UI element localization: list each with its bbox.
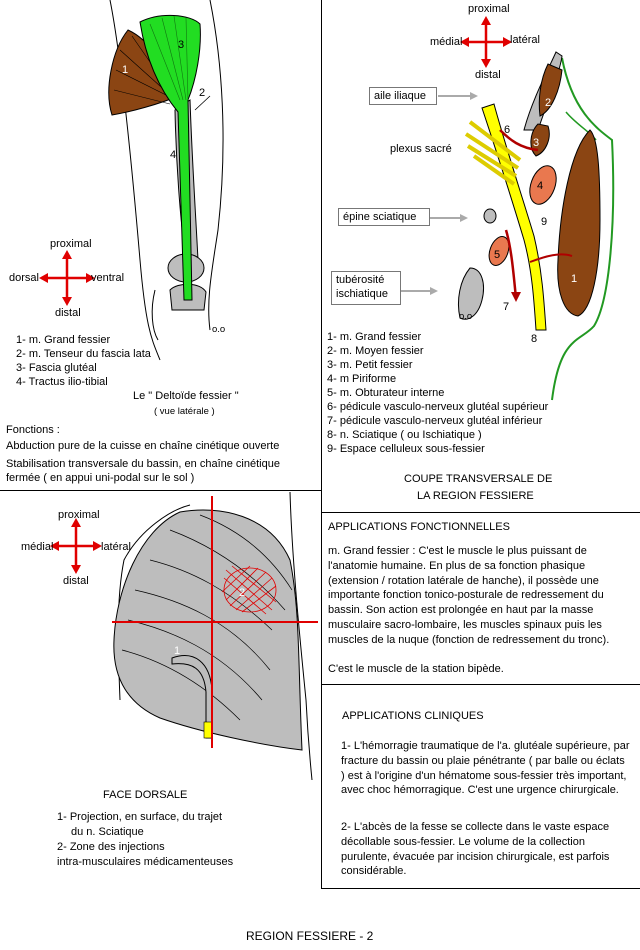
coupe-number-4: 4 bbox=[537, 180, 544, 192]
page-footer: REGION FESSIERE - 2 bbox=[246, 929, 374, 943]
legend-item: 7- pédicule vasculo-nerveux glutéal infé… bbox=[327, 415, 543, 427]
top-left-divider bbox=[0, 490, 321, 491]
fonctionnelles-title: APPLICATIONS FONCTIONNELLES bbox=[328, 521, 510, 533]
deltoide-subtitle: ( vue latérale ) bbox=[154, 406, 215, 417]
deltoide-illustration bbox=[39, 0, 224, 361]
dorsale-number-2: 2 bbox=[239, 587, 246, 599]
coupe-number-7: 7 bbox=[503, 301, 510, 313]
fonctions-2: Stabilisation transversale du bassin, en… bbox=[6, 458, 280, 484]
legend-item: 2- m. Moyen fessier bbox=[327, 345, 424, 357]
deltoide-number-2: 2 bbox=[199, 87, 206, 99]
cliniques-item-2: 2- L'abcès de la fesse se collecte dans … bbox=[341, 821, 610, 878]
dorsale-legend-2b: intra-musculaires médicamenteuses bbox=[57, 856, 234, 868]
coupe-title-2: LA REGION FESSIERE bbox=[417, 490, 534, 502]
orientation-medial-right: médial bbox=[430, 36, 463, 48]
dorsale-illustration bbox=[50, 491, 318, 781]
coupe-illustration bbox=[400, 16, 615, 401]
dorsale-number-1: 1 bbox=[174, 645, 181, 657]
coupe-number-8: 8 bbox=[531, 333, 538, 345]
legend-item: 4- m Piriforme bbox=[327, 373, 397, 385]
deltoide-number-4: 4 bbox=[170, 149, 177, 161]
legend-item: 2- m. Tenseur du fascia lata bbox=[16, 348, 151, 360]
right-divider-3 bbox=[321, 888, 640, 889]
deltoide-number-1: 1 bbox=[122, 64, 129, 76]
fonctions-1: Abduction pure de la cuisse en chaîne ci… bbox=[6, 440, 280, 452]
cliniques-title: APPLICATIONS CLINIQUES bbox=[342, 710, 484, 722]
plexus-sacre-label: plexus sacré bbox=[390, 143, 452, 155]
orientation-medial-bottom: médial bbox=[21, 541, 54, 553]
orientation-ventral: ventral bbox=[91, 272, 125, 284]
coupe-title-1: COUPE TRANSVERSALE DE bbox=[404, 473, 553, 485]
legend-item: 1- m. Grand fessier bbox=[327, 331, 422, 343]
legend-item: 3- Fascia glutéal bbox=[16, 362, 97, 374]
orientation-distal-right: distal bbox=[475, 69, 501, 81]
legend-item: 8- n. Sciatique ( ou Ischiatique ) bbox=[327, 429, 482, 441]
coupe-number-1: 1 bbox=[571, 273, 578, 285]
fonctionnelles-text-1: m. Grand fessier : C'est le muscle le pl… bbox=[328, 545, 610, 646]
legend-item: 5- m. Obturateur interne bbox=[327, 387, 445, 399]
coupe-number-6: 6 bbox=[504, 124, 511, 136]
coupe-number-5: 5 bbox=[494, 249, 501, 261]
right-divider-2 bbox=[321, 684, 640, 685]
legend-item: 9- Espace celluleux sous-fessier bbox=[327, 443, 485, 455]
deltoide-legend: 1- m. Grand fessier 2- m. Tenseur du fas… bbox=[16, 333, 151, 389]
coupe-number-9: 9 bbox=[541, 216, 548, 228]
legend-item: 3- m. Petit fessier bbox=[327, 359, 413, 371]
cliniques-item-1: 1- L'hémorragie traumatique de l'a. glut… bbox=[341, 740, 630, 797]
coupe-mark: o.o bbox=[459, 311, 473, 322]
deltoide-number-3: 3 bbox=[178, 39, 185, 51]
orientation-lateral-bottom: latéral bbox=[101, 541, 131, 553]
dorsale-title: FACE DORSALE bbox=[103, 789, 188, 801]
fonctions-title: Fonctions : bbox=[6, 424, 60, 436]
orientation-distal-bottom: distal bbox=[63, 575, 89, 587]
epine-sciatique-label: épine sciatique bbox=[338, 208, 430, 226]
legend-item: 1- m. Grand fessier bbox=[16, 334, 111, 346]
tuberosite-label: tubérosité ischiatique bbox=[331, 271, 401, 305]
legend-item: 4- Tractus ilio-tibial bbox=[16, 376, 108, 388]
dorsale-legend-2a: 2- Zone des injections bbox=[57, 841, 165, 853]
orientation-proximal-left: proximal bbox=[50, 238, 92, 250]
vertical-divider bbox=[321, 0, 322, 888]
orientation-lateral-right: latéral bbox=[510, 34, 540, 46]
aile-iliaque-label: aile iliaque bbox=[369, 87, 437, 105]
orientation-proximal-right: proximal bbox=[468, 3, 510, 15]
orientation-distal-left: distal bbox=[55, 307, 81, 319]
dorsale-legend-1b: du n. Sciatique bbox=[71, 826, 144, 838]
coupe-number-2: 2 bbox=[545, 97, 552, 109]
orientation-dorsal: dorsal bbox=[9, 272, 39, 284]
coupe-number-3: 3 bbox=[533, 137, 540, 149]
orientation-proximal-bottom: proximal bbox=[58, 509, 100, 521]
legend-item: 6- pédicule vasculo-nerveux glutéal supé… bbox=[327, 401, 549, 413]
fonctionnelles-text-2: C'est le muscle de la station bipède. bbox=[328, 663, 504, 675]
deltoide-mark: o.o bbox=[212, 324, 226, 335]
coupe-legend: 1- m. Grand fessier 2- m. Moyen fessier … bbox=[327, 330, 548, 456]
deltoide-title: Le " Deltoïde fessier " bbox=[133, 390, 239, 402]
right-divider-1 bbox=[321, 512, 640, 513]
dorsale-legend-1a: 1- Projection, en surface, du trajet bbox=[57, 811, 223, 823]
